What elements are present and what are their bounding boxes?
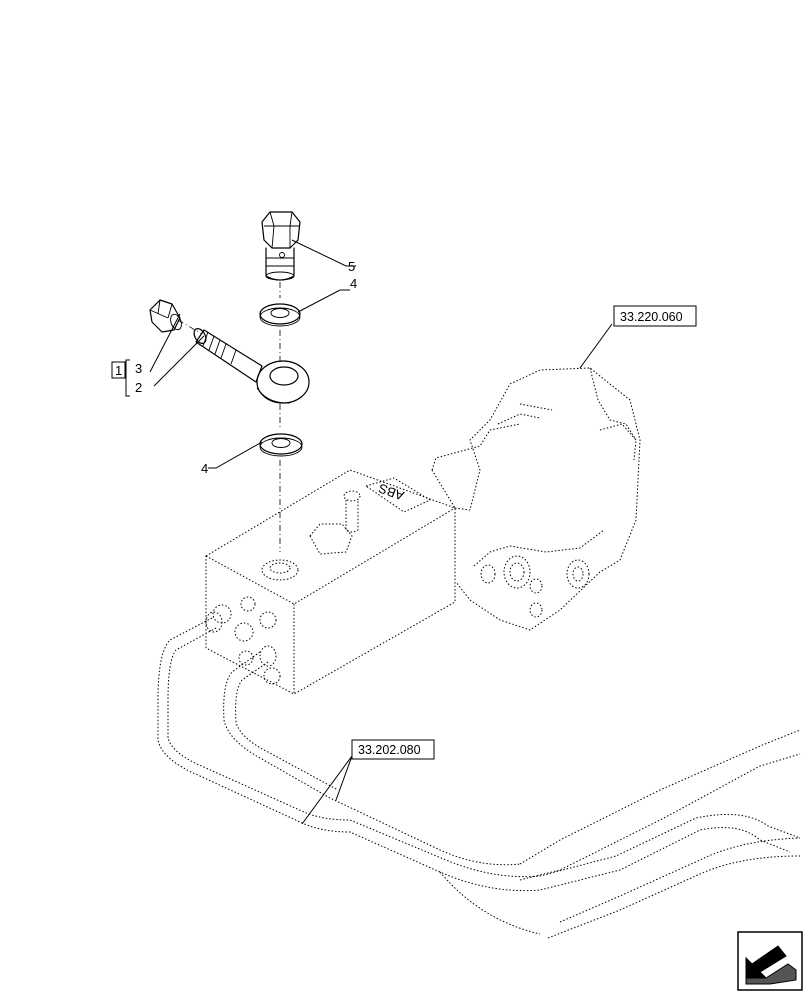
callout-part-5: 5 <box>348 259 355 274</box>
abs-label: ABS <box>376 480 406 503</box>
brake-lines <box>157 611 801 939</box>
abs-valve-block <box>205 469 456 695</box>
reference-valve-block[interactable]: 33.220.060 <box>613 305 697 327</box>
leader-lines <box>125 239 613 825</box>
assembly-axes <box>177 282 281 552</box>
reference-brake-lines-text[interactable]: 33.202.080 <box>358 743 421 757</box>
callout-part-3: 3 <box>135 361 142 376</box>
reference-valve-block-text[interactable]: 33.220.060 <box>620 310 683 324</box>
banjo-bolt-part-5 <box>261 211 301 281</box>
next-page-arrow-icon[interactable] <box>737 931 803 991</box>
callout-part-4-lower: 4 <box>201 461 208 476</box>
nut-part-3 <box>149 299 182 333</box>
sealing-washer-part-4-upper <box>259 303 301 327</box>
callout-kit-1: 1 <box>115 363 122 378</box>
callout-part-4-upper: 4 <box>350 276 357 291</box>
reference-brake-lines[interactable]: 33.202.080 <box>351 739 435 760</box>
sealing-washer-part-4-lower <box>259 433 303 457</box>
callout-part-2: 2 <box>135 380 142 395</box>
kit-1-box <box>111 361 126 379</box>
brake-valve-housing <box>431 367 641 631</box>
banjo-fitting-part-2 <box>193 328 310 404</box>
